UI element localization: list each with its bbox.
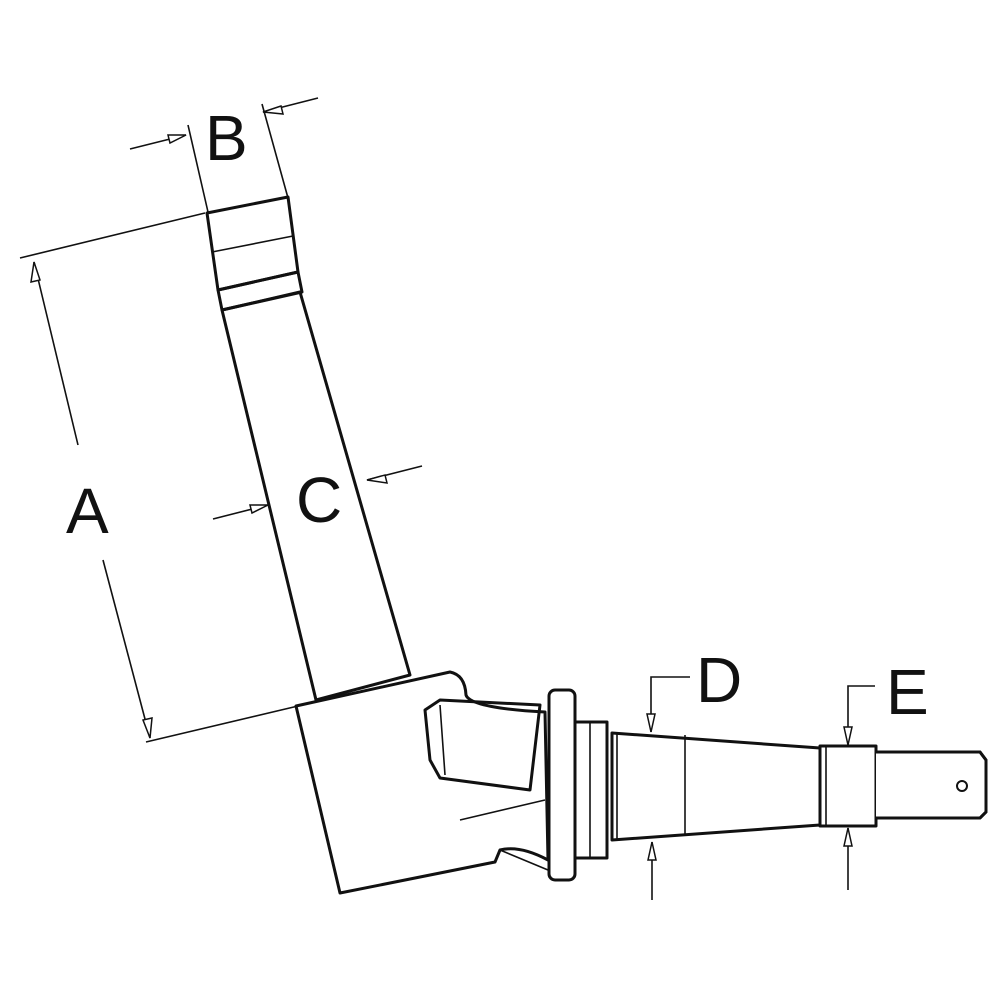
dimension-e [843,685,875,890]
kingpin-shaft [205,195,412,702]
top-splines [205,195,300,292]
dimension-d [646,676,690,900]
label-b: B [205,102,248,174]
label-e: E [886,656,929,728]
label-d: D [696,644,742,716]
seal-collar [573,720,609,860]
dimension-b [129,97,319,213]
bearing-seat [818,744,878,828]
dimension-c [212,465,423,520]
cotter-hole [956,780,968,792]
spindle-taper [610,731,822,842]
flange [547,688,577,882]
label-a: A [66,475,109,547]
dimension-a [19,212,299,743]
knuckle-body [294,670,550,895]
label-c: C [296,464,342,536]
